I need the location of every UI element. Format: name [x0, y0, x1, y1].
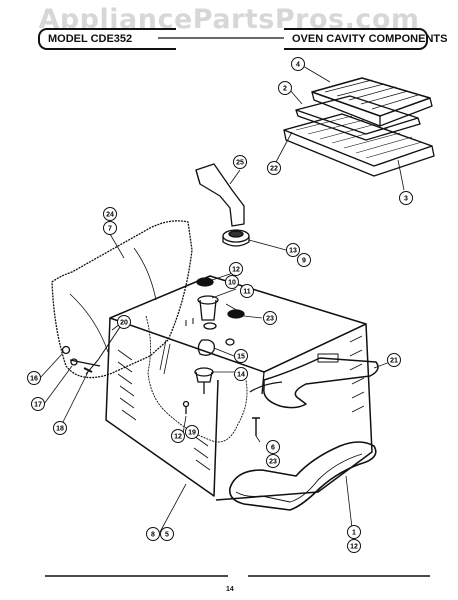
callout-8: 8 [146, 527, 160, 541]
callout-5: 5 [160, 527, 174, 541]
insulation-blanket [51, 220, 193, 379]
callout-11: 11 [240, 284, 254, 298]
broiler-pan [311, 77, 433, 127]
svg-text:7: 7 [108, 226, 112, 233]
svg-text:16: 16 [30, 376, 38, 383]
svg-text:9: 9 [302, 258, 306, 265]
callout-markers: 4 2 22 3 25 13 9 24 7 12 10 11 23 20 21 … [27, 57, 413, 553]
svg-text:22: 22 [270, 166, 278, 173]
light-socket [182, 367, 214, 414]
callout-23-top: 23 [263, 311, 277, 325]
sensor-components [159, 295, 235, 375]
page-number: 14 [226, 586, 234, 593]
callout-21: 21 [387, 353, 401, 367]
callout-3: 3 [399, 191, 413, 205]
callout-10: 10 [225, 275, 239, 289]
callout-25: 25 [233, 155, 247, 169]
callout-24: 24 [103, 207, 117, 221]
callout-1: 1 [347, 525, 361, 539]
callout-18: 18 [53, 421, 67, 435]
svg-text:13: 13 [289, 248, 297, 255]
svg-text:12: 12 [174, 434, 182, 441]
callout-17: 17 [31, 397, 45, 411]
svg-text:12: 12 [232, 267, 240, 274]
svg-text:10: 10 [228, 280, 236, 287]
callout-22: 22 [267, 161, 281, 175]
oven-rack [283, 113, 435, 177]
svg-text:19: 19 [188, 430, 196, 437]
vent-collar [222, 229, 250, 247]
callout-16: 16 [27, 371, 41, 385]
callout-6: 6 [266, 440, 280, 454]
callout-7: 7 [103, 221, 117, 235]
svg-text:1: 1 [352, 530, 356, 537]
callout-12-bottom: 12 [347, 539, 361, 553]
callout-15: 15 [234, 349, 248, 363]
callout-13: 13 [286, 243, 300, 257]
svg-text:14: 14 [237, 372, 245, 379]
svg-text:8: 8 [151, 532, 155, 539]
svg-text:20: 20 [120, 320, 128, 327]
svg-text:18: 18 [56, 426, 64, 433]
callout-2: 2 [278, 81, 292, 95]
svg-text:21: 21 [390, 358, 398, 365]
callout-12-top: 12 [229, 262, 243, 276]
callout-19: 19 [185, 425, 199, 439]
probe-wire [85, 323, 123, 375]
callout-20: 20 [117, 315, 131, 329]
callout-9: 9 [297, 253, 311, 267]
svg-text:6: 6 [271, 445, 275, 452]
model-label: MODEL CDE352 [38, 28, 176, 50]
svg-text:5: 5 [165, 532, 169, 539]
svg-text:23: 23 [266, 316, 274, 323]
svg-text:17: 17 [34, 402, 42, 409]
vent-duct [195, 163, 245, 227]
leader-lines [39, 65, 430, 577]
svg-text:25: 25 [236, 160, 244, 167]
hinge-assembly [61, 345, 101, 373]
svg-text:3: 3 [404, 196, 408, 203]
svg-text:4: 4 [296, 62, 300, 69]
broil-element [249, 353, 379, 409]
callout-14: 14 [234, 367, 248, 381]
svg-text:15: 15 [237, 354, 245, 361]
callout-12-mid: 12 [171, 429, 185, 443]
svg-text:24: 24 [106, 212, 114, 219]
oven-cavity [105, 275, 373, 501]
screw [252, 417, 260, 436]
svg-text:2: 2 [283, 86, 287, 93]
bake-element [228, 441, 377, 511]
svg-text:23: 23 [269, 459, 277, 466]
broiler-insert [295, 95, 421, 141]
svg-text:12: 12 [350, 544, 358, 551]
section-title: OVEN CAVITY COMPONENTS [284, 28, 447, 50]
svg-text:11: 11 [243, 289, 251, 296]
callout-23-bottom: 23 [266, 454, 280, 468]
callout-4: 4 [291, 57, 305, 71]
